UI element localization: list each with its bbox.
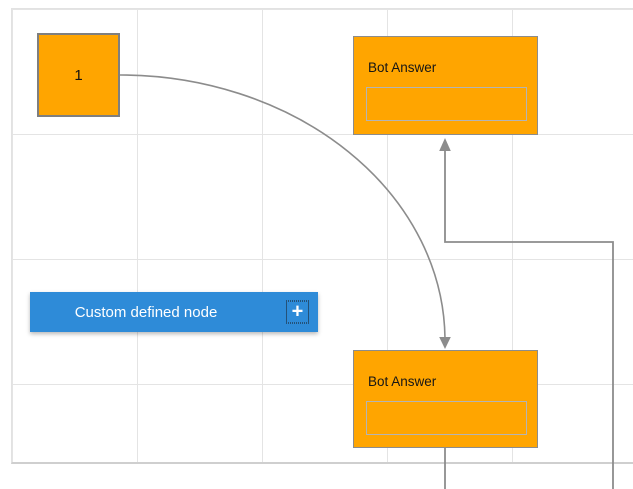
arrowhead-down-icon — [439, 337, 451, 349]
arrowhead-up-icon — [439, 138, 451, 151]
bot-answer-node-top[interactable]: Bot Answer — [353, 36, 538, 135]
add-button[interactable]: + — [286, 300, 309, 324]
start-node-label: 1 — [74, 66, 83, 84]
custom-node-label: Custom defined node — [74, 303, 218, 321]
add-icon: + — [291, 300, 304, 322]
bot-answer-title: Bot Answer — [368, 374, 437, 389]
bot-answer-node-bottom[interactable]: Bot Answer — [353, 350, 538, 448]
bot-answer-text-box[interactable] — [366, 87, 527, 121]
start-node[interactable]: 1 — [37, 33, 120, 117]
connector-elbow[interactable] — [444, 151, 614, 489]
bot-answer-text-box[interactable] — [366, 401, 527, 435]
custom-defined-node[interactable]: Custom defined node + — [30, 292, 318, 332]
connector-curve[interactable] — [119, 74, 446, 339]
bot-answer-title: Bot Answer — [368, 60, 437, 75]
